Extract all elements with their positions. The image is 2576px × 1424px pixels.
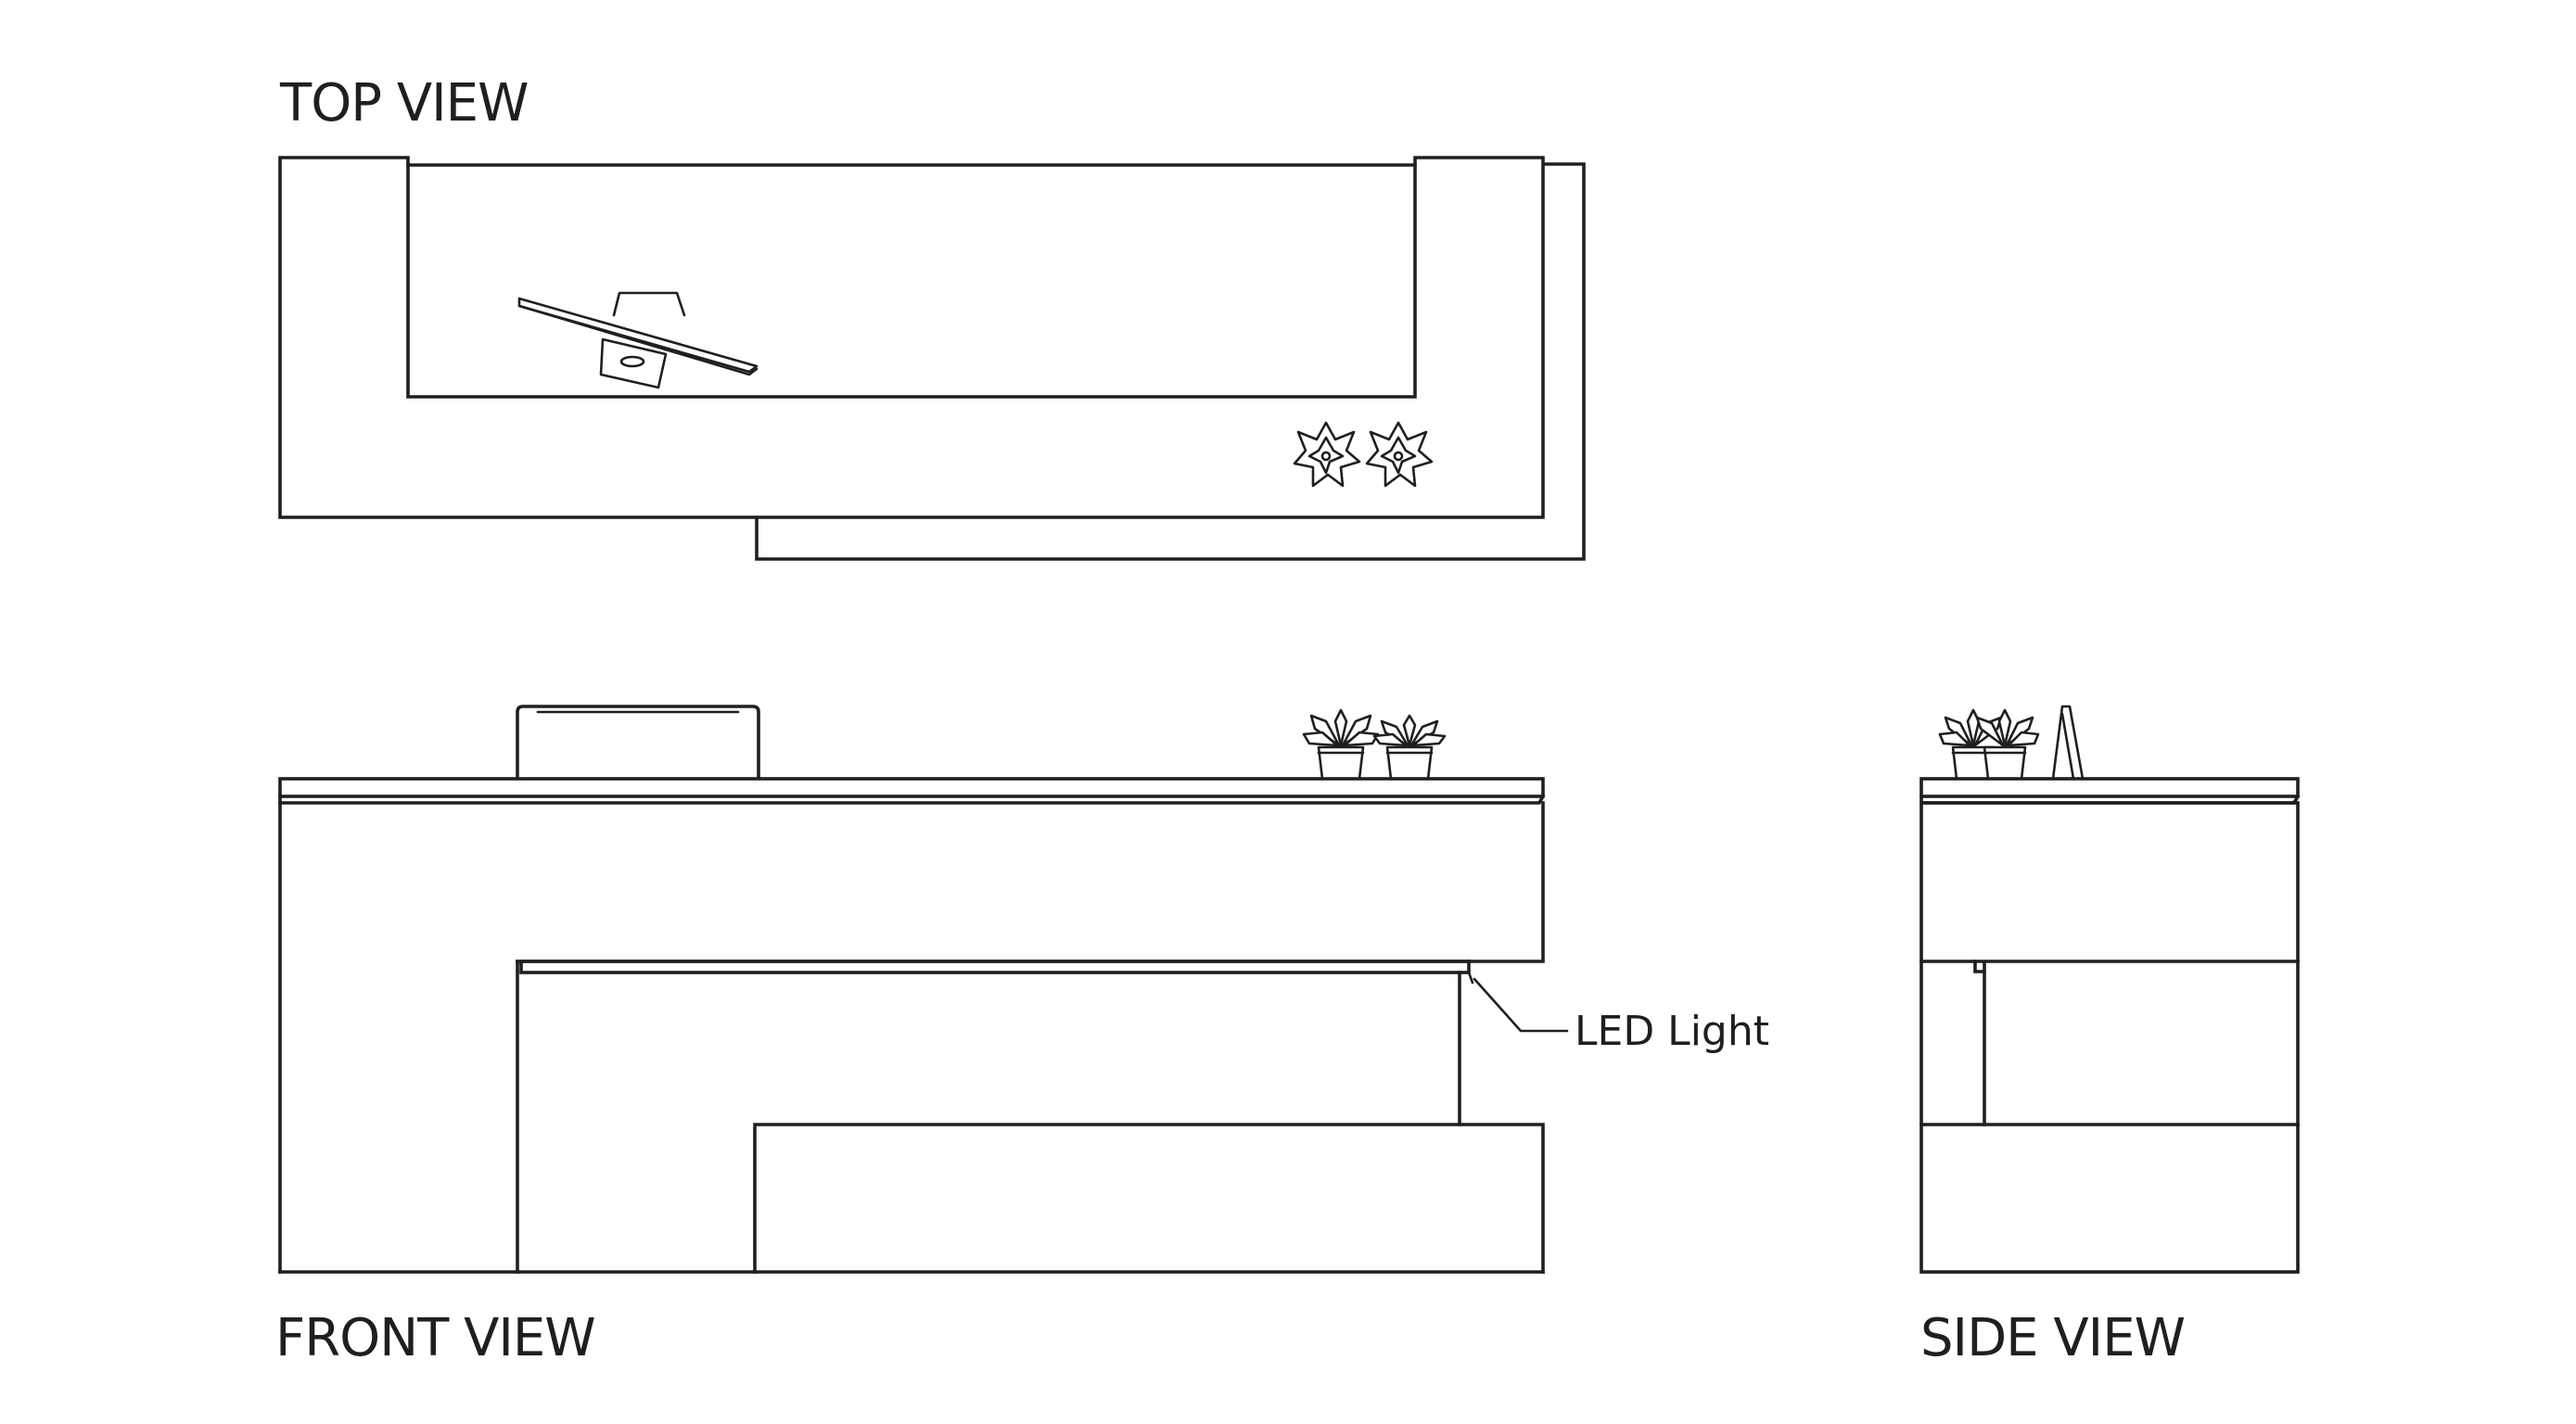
top-view: TOP VIEW [278, 73, 1586, 561]
side-view-title: SIDE VIEW [1920, 1308, 2185, 1368]
front-view-lower-body [278, 960, 1545, 1274]
front-view: LED Light FRONT VIEW [275, 705, 1769, 1368]
top-view-back-slab [755, 162, 1586, 561]
led-light-label: LED Light [1575, 1008, 1769, 1055]
front-view-monitor-icon [516, 705, 760, 781]
top-view-monitor-icon [517, 291, 759, 389]
top-view-plant-icon-2 [1365, 421, 1434, 488]
led-callout: LED Light [1473, 977, 1769, 1055]
side-view-countertop [1919, 777, 2301, 805]
front-view-led-strip [519, 960, 1474, 1126]
side-view-monitor-icon [2051, 705, 2085, 781]
side-view-plant-icon-1 [1938, 708, 2003, 781]
front-view-upper-panel [278, 801, 1545, 1274]
side-view: SIDE VIEW [1919, 705, 2301, 1368]
front-view-countertop [278, 777, 1546, 805]
side-view-body [1919, 801, 2300, 1274]
front-view-plant-icon-1 [1302, 708, 1380, 781]
side-view-plant-icon-2 [1975, 708, 2040, 781]
top-view-plant-icon-1 [1293, 421, 1361, 488]
front-view-plant-icon-2 [1372, 714, 1447, 781]
top-view-title: TOP VIEW [279, 73, 528, 134]
front-view-title: FRONT VIEW [275, 1308, 595, 1368]
top-view-desk-outline [278, 156, 1545, 519]
